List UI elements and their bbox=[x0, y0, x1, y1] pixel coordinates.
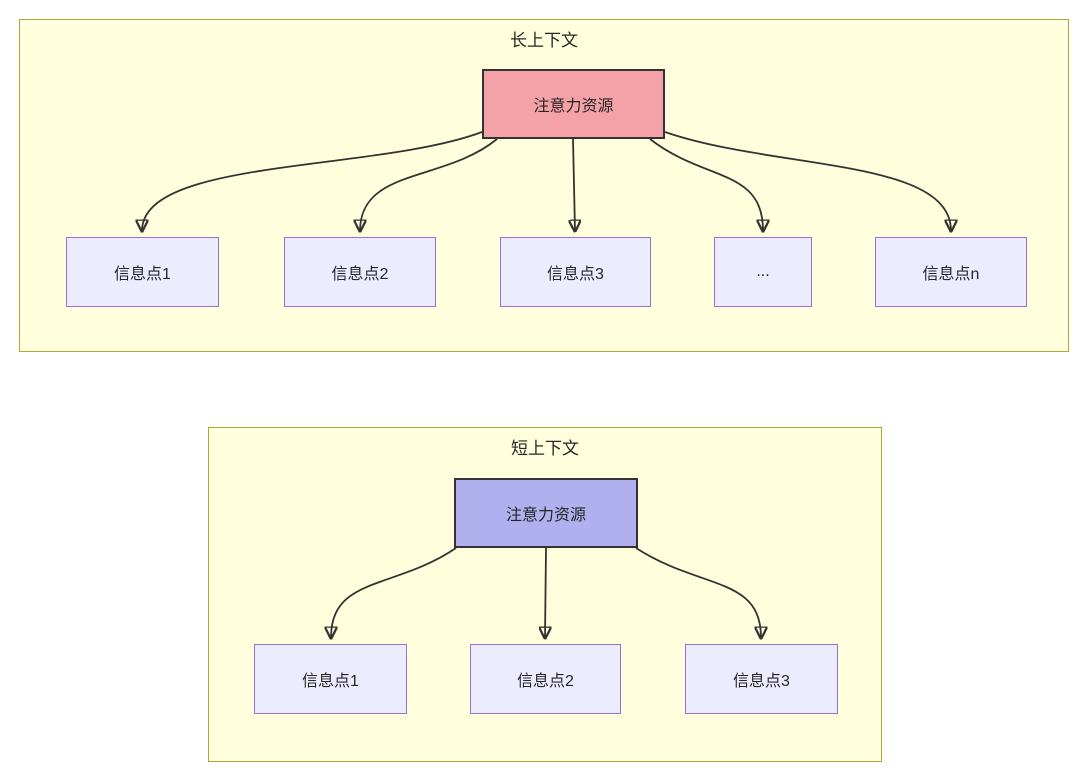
info-node-ellipsis: ... bbox=[714, 237, 812, 307]
edge-attention-to-infon bbox=[664, 131, 951, 231]
info-node-1: 信息点1 bbox=[254, 644, 407, 714]
panel-short-title: 短上下文 bbox=[511, 439, 579, 458]
edge-attention-to-info3 bbox=[635, 547, 761, 638]
info-node-3: 信息点3 bbox=[500, 237, 651, 307]
edge-attention-to-info2 bbox=[360, 138, 498, 231]
panel-long-context: 长上下文 注意力资源 信息点1 信息点2 信息点3 ... 信息点n bbox=[19, 19, 1069, 352]
edge-attention-to-dots bbox=[649, 138, 763, 231]
attention-node-short: 注意力资源 bbox=[454, 478, 638, 548]
panel-long-title: 长上下文 bbox=[510, 31, 578, 50]
info-node-n: 信息点n bbox=[875, 237, 1027, 307]
info-node-2: 信息点2 bbox=[470, 644, 621, 714]
edge-attention-to-info1 bbox=[142, 131, 483, 231]
info-node-2: 信息点2 bbox=[284, 237, 436, 307]
attention-node-long: 注意力资源 bbox=[482, 69, 665, 139]
edge-attention-to-info3 bbox=[573, 138, 575, 231]
info-node-1: 信息点1 bbox=[66, 237, 219, 307]
edge-attention-to-info2 bbox=[545, 547, 546, 638]
panel-short-context: 短上下文 注意力资源 信息点1 信息点2 信息点3 bbox=[208, 427, 882, 762]
info-node-3: 信息点3 bbox=[685, 644, 838, 714]
edge-attention-to-info1 bbox=[331, 547, 457, 638]
